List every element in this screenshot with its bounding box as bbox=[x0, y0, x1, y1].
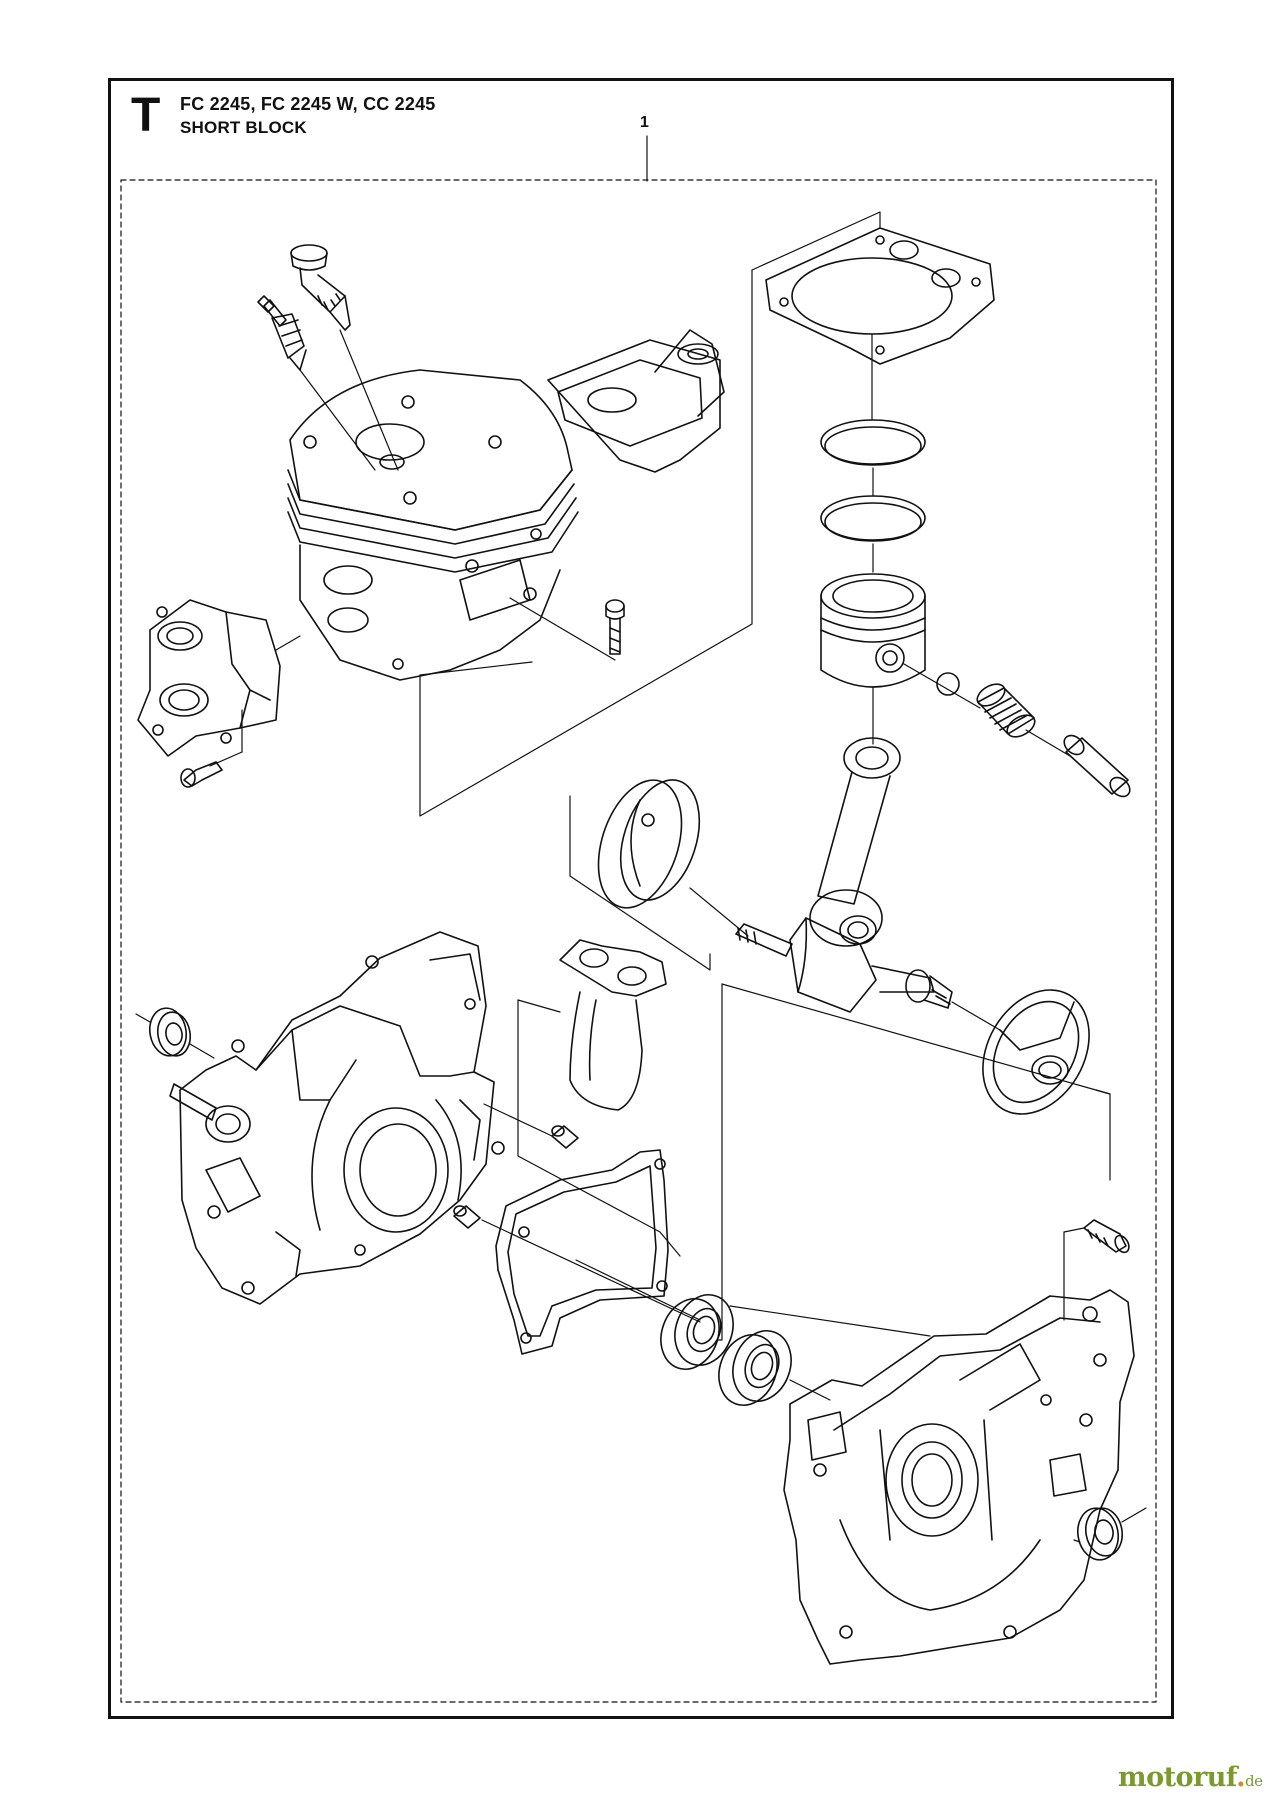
page-subtitle: SHORT BLOCK bbox=[180, 118, 307, 137]
crankshaft bbox=[735, 917, 953, 1013]
circlip bbox=[936, 672, 960, 696]
crank-web-right bbox=[982, 989, 1090, 1115]
intake-boot bbox=[559, 939, 667, 1111]
crank-web-left bbox=[597, 779, 701, 909]
manifold-screw bbox=[180, 761, 223, 788]
page-title: FC 2245, FC 2245 W, CC 2245 bbox=[180, 94, 436, 114]
piston-pin bbox=[1063, 734, 1131, 798]
ball-bearing-left bbox=[660, 1294, 734, 1370]
piston-ring-upper bbox=[820, 419, 926, 466]
exhaust-gasket bbox=[547, 329, 725, 473]
piston-ring-lower bbox=[820, 495, 926, 542]
cylinder bbox=[287, 369, 579, 681]
ball-bearing-right bbox=[718, 1330, 792, 1406]
motoruf-watermark: motoruf.de bbox=[1118, 1762, 1263, 1793]
decompression-valve bbox=[290, 244, 351, 331]
guide-pins bbox=[453, 1125, 579, 1229]
crankcase-screw bbox=[1083, 1219, 1130, 1254]
seal-ring-left bbox=[148, 1007, 192, 1057]
seal-ring-right bbox=[1076, 1507, 1124, 1561]
connecting-rod bbox=[809, 737, 901, 947]
crankcase-left bbox=[169, 931, 505, 1305]
callout-number: 1 bbox=[640, 114, 649, 131]
inlet-manifold bbox=[137, 599, 281, 757]
spark-plug bbox=[257, 295, 307, 371]
cylinder-screw bbox=[605, 599, 625, 655]
crankcase-right bbox=[783, 1289, 1135, 1665]
section-letter: T bbox=[131, 89, 161, 142]
diagram-frame bbox=[108, 78, 1174, 1719]
piston bbox=[820, 573, 926, 688]
crankcase-gasket bbox=[495, 1149, 669, 1355]
kit-boundary bbox=[120, 135, 1157, 1703]
needle-bearing bbox=[976, 683, 1036, 738]
